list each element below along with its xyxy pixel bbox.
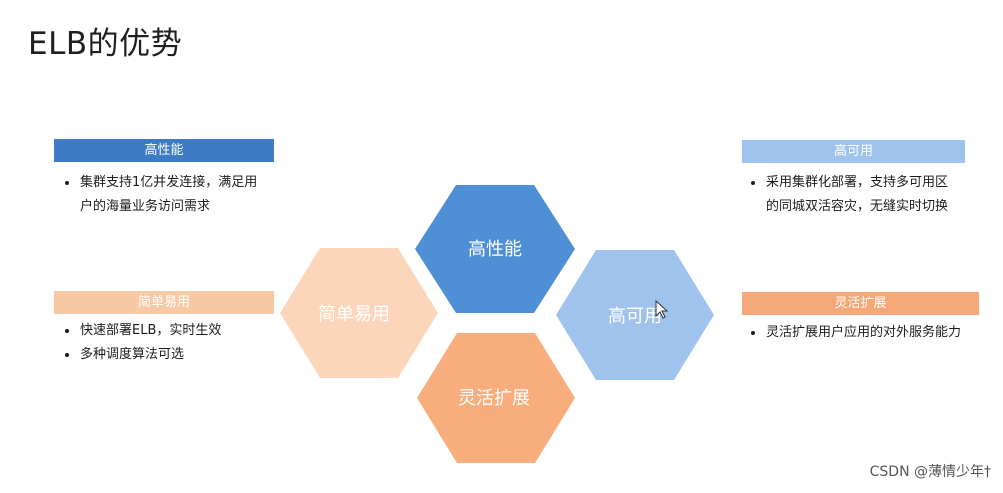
page-title: ELB的优势 — [28, 26, 183, 62]
hexagon-label-availability: 高可用 — [608, 306, 662, 327]
section-header-performance: 高性能 — [54, 139, 274, 162]
hexagon-label-flexible-scaling: 灵活扩展 — [458, 388, 530, 409]
list-item-text: 灵活扩展用户应用的对外服务能力 — [766, 325, 962, 340]
hexagon-label-ease-of-use: 简单易用 — [318, 304, 390, 325]
hexagon-flexible-scaling: 灵活扩展 — [417, 333, 575, 463]
list-item: 灵活扩展用户应用的对外服务能力 — [748, 321, 988, 345]
list-item: 多种调度算法可选 — [62, 343, 282, 367]
performance-list: 集群支持1亿并发连接，满足用户的海量业务访问需求 — [62, 171, 282, 219]
mouse-cursor-icon — [655, 300, 669, 319]
list-item: 采用集群化部署，支持多可用区的同城双活容灾，无缝实时切换 — [748, 171, 978, 219]
section-header-ease-of-use: 简单易用 — [54, 291, 274, 314]
flexible-scaling-list: 灵活扩展用户应用的对外服务能力 — [748, 321, 988, 345]
list-item-text: 采用集群化部署，支持多可用区的同城双活容灾，无缝实时切换 — [766, 175, 949, 214]
watermark: CSDN @薄情少年† — [869, 464, 991, 480]
list-item-text: 多种调度算法可选 — [80, 347, 185, 362]
list-item: 快速部署ELB，实时生效 — [62, 319, 282, 343]
availability-list: 采用集群化部署，支持多可用区的同城双活容灾，无缝实时切换 — [748, 171, 978, 219]
hexagon-availability: 高可用 — [556, 250, 714, 380]
ease-of-use-list: 快速部署ELB，实时生效 多种调度算法可选 — [62, 319, 282, 367]
section-header-availability: 高可用 — [742, 140, 965, 163]
hexagon-ease-of-use: 简单易用 — [280, 248, 438, 378]
hexagon-label-performance: 高性能 — [468, 239, 522, 260]
section-header-flexible-scaling: 灵活扩展 — [742, 292, 979, 315]
list-item: 集群支持1亿并发连接，满足用户的海量业务访问需求 — [62, 171, 282, 219]
list-item-text: 集群支持1亿并发连接，满足用户的海量业务访问需求 — [80, 175, 258, 214]
hexagon-performance: 高性能 — [415, 185, 575, 313]
list-item-text: 快速部署ELB，实时生效 — [80, 323, 222, 338]
